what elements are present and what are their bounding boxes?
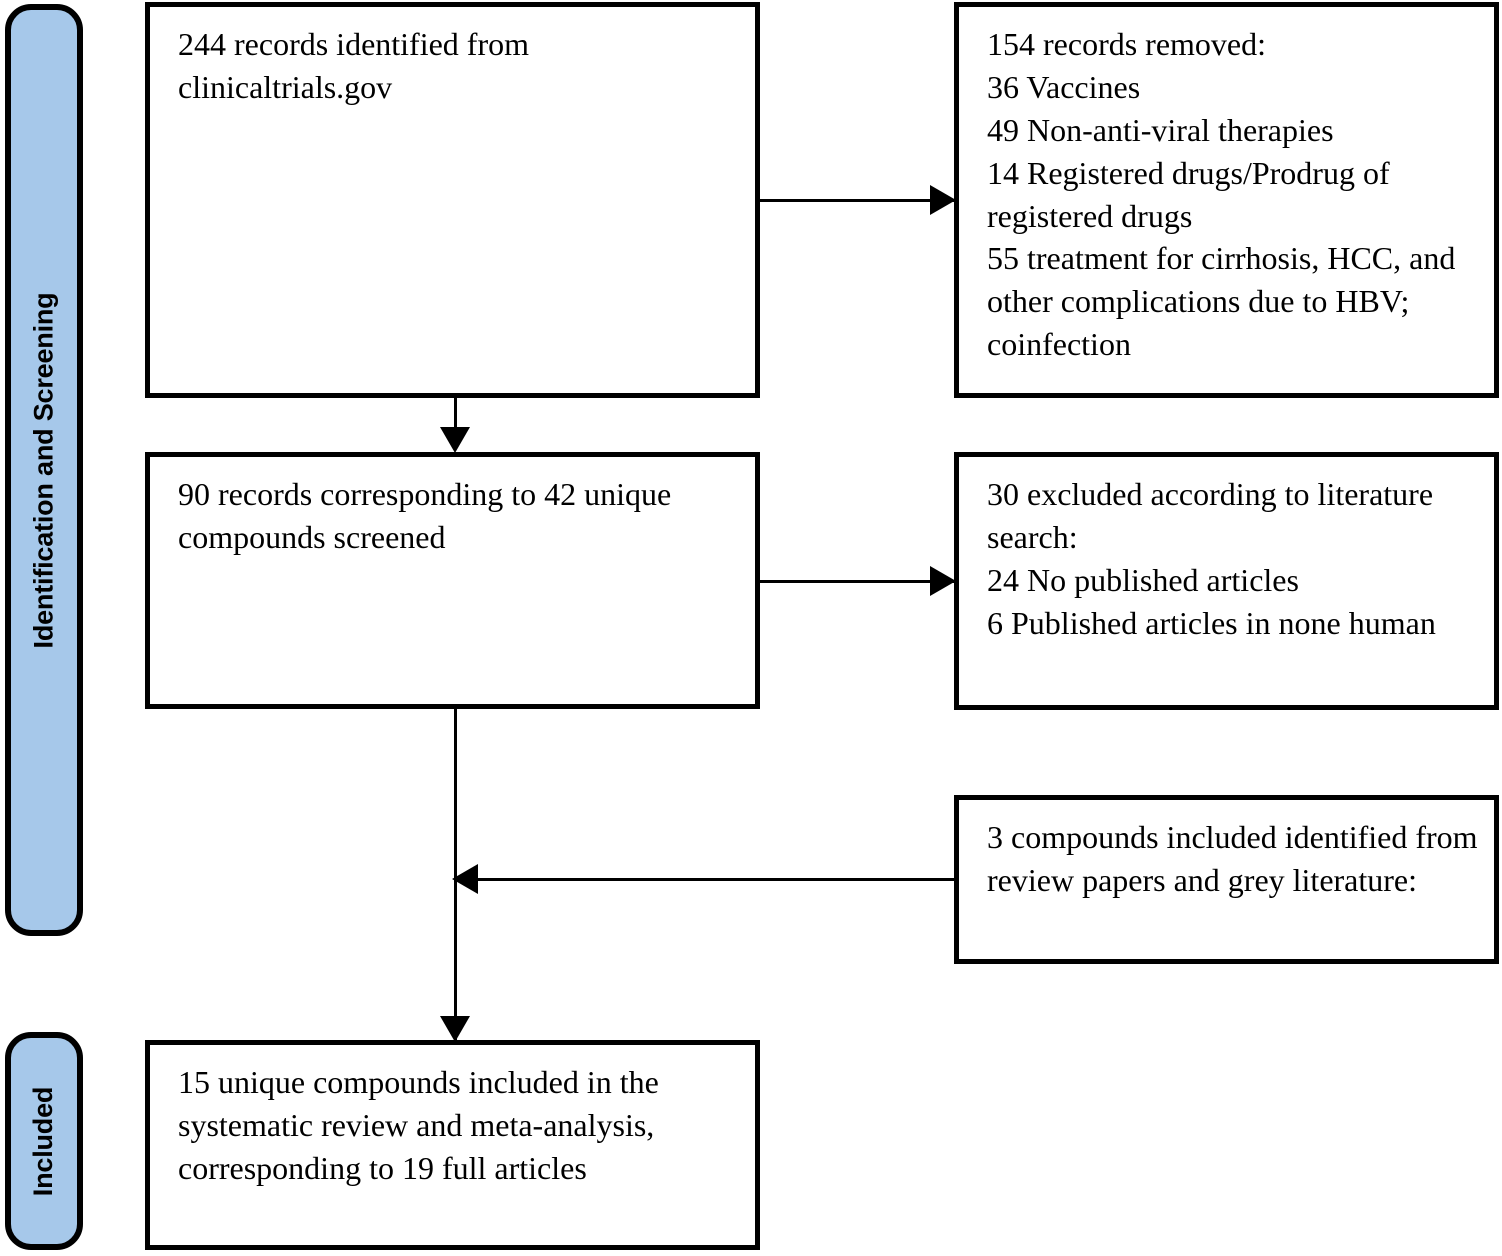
box-grey-literature-compounds-text: 3 compounds included identified from rev… (987, 819, 1478, 898)
box-records-identified: 244 records identified from clinicaltria… (145, 2, 760, 398)
box-records-screened: 90 records corresponding to 42 unique co… (145, 452, 760, 709)
stage-bar-included: Included (5, 1032, 83, 1250)
box-compounds-included-text: 15 unique compounds included in the syst… (178, 1064, 659, 1186)
box-records-excluded: 30 excluded according to literature sear… (954, 452, 1499, 710)
arrow-left-icon-grey-literature-to-trunk (452, 864, 478, 894)
box-grey-literature-compounds: 3 compounds included identified from rev… (954, 795, 1499, 964)
box-records-removed-text: 154 records removed: 36 Vaccines 49 Non-… (987, 26, 1456, 363)
box-records-removed: 154 records removed: 36 Vaccines 49 Non-… (954, 2, 1499, 398)
arrow-down-icon-screened-to-included (440, 1016, 470, 1042)
connector-identified-to-screened-line (454, 398, 457, 440)
stage-label-included: Included (28, 1086, 59, 1196)
arrow-right-icon-identified-to-removed (930, 185, 956, 215)
box-records-identified-text: 244 records identified from clinicaltria… (178, 26, 529, 105)
arrow-right-icon-screened-to-excluded (930, 566, 956, 596)
stage-label-identification-and-screening: Identification and Screening (28, 292, 59, 648)
connector-screened-to-excluded-line (760, 580, 956, 583)
connector-grey-literature-to-trunk-line (470, 878, 956, 881)
box-compounds-included: 15 unique compounds included in the syst… (145, 1040, 760, 1250)
arrow-down-icon-identified-to-screened (440, 427, 470, 453)
box-records-excluded-text: 30 excluded according to literature sear… (987, 476, 1436, 641)
stage-bar-identification-and-screening: Identification and Screening (5, 4, 83, 936)
box-records-screened-text: 90 records corresponding to 42 unique co… (178, 476, 672, 555)
connector-identified-to-removed-line (760, 199, 956, 202)
